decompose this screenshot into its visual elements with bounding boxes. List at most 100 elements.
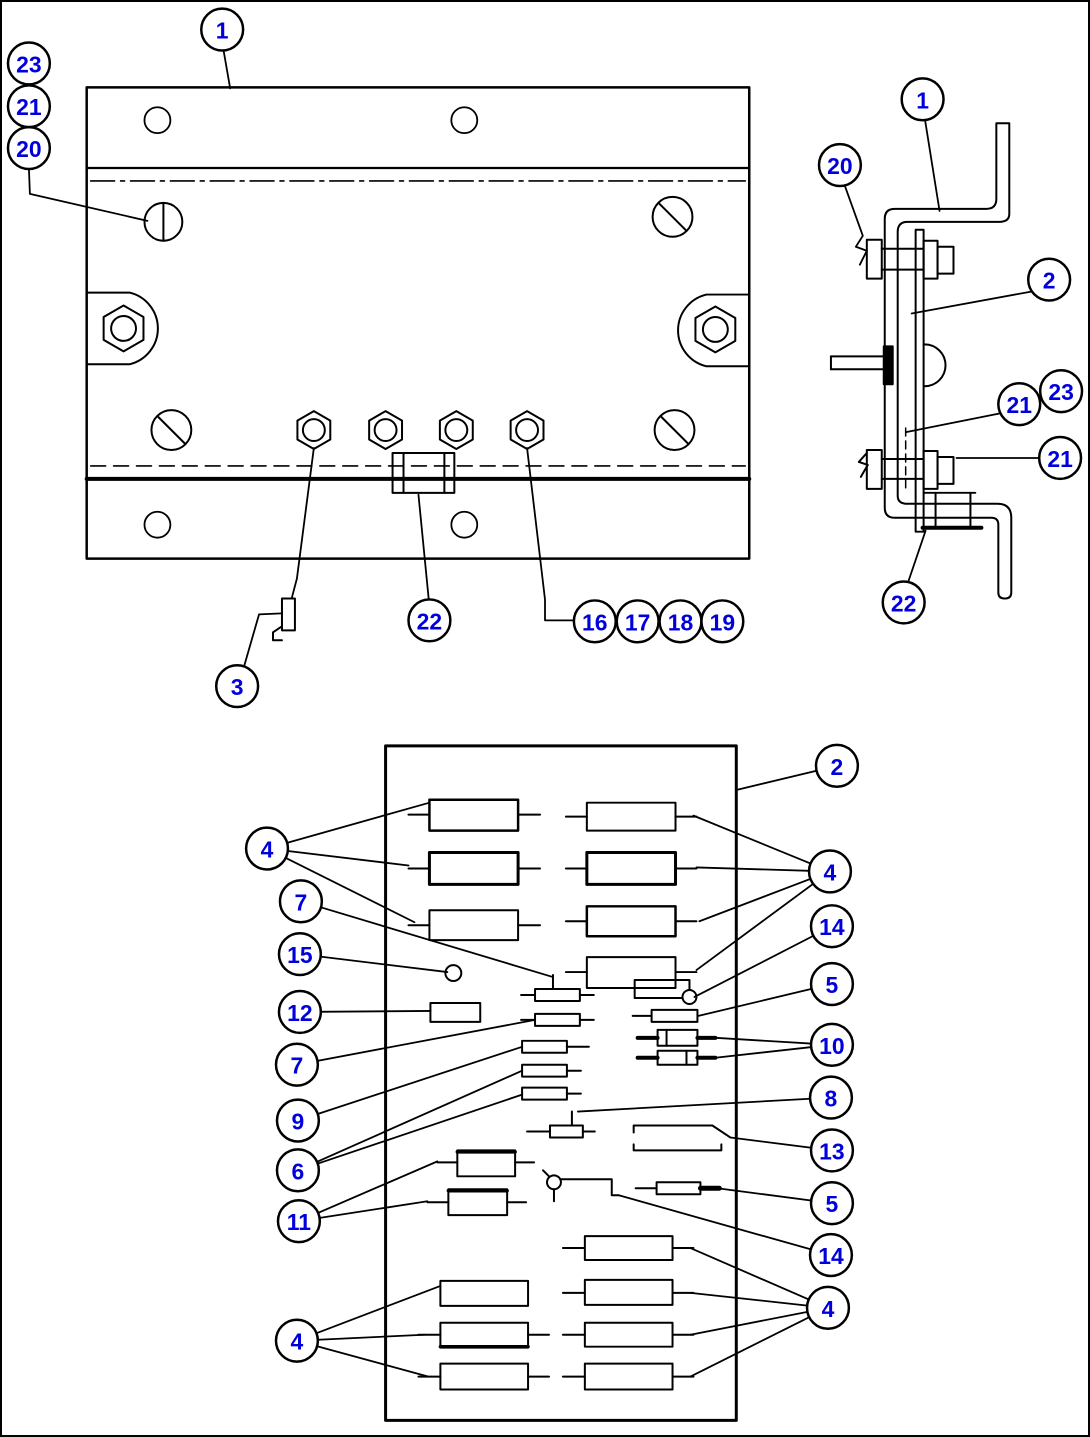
leader-lines-panel-view [266,764,838,1378]
callout-balloon-16[interactable]: 16 [572,599,617,644]
callout-number: 22 [891,590,916,616]
callout-number: 2 [831,754,844,780]
callout-balloon-1[interactable]: 1 [200,7,245,52]
pin-part [272,597,296,642]
callout-balloon-5[interactable]: 5 [809,1181,855,1226]
callout-balloon-13[interactable]: 13 [809,1128,855,1173]
callout-number: 11 [287,1209,311,1235]
fuse-row-center [520,974,596,1139]
callout-number: 4 [291,1329,304,1355]
callout-balloon-17[interactable]: 17 [615,599,660,644]
indicator-lamp [444,964,463,983]
relay-blocks-top-right [564,801,698,990]
callout-number: 1 [916,87,929,113]
slotted-screw [653,409,696,451]
callout-balloon-18[interactable]: 18 [658,599,703,644]
leader-lines-front-view [28,41,578,668]
callout-balloon-2[interactable]: 2 [814,743,860,788]
callout-number: 21 [1047,446,1073,472]
panel-outline [384,744,738,1422]
callout-balloon-12[interactable]: 12 [277,989,323,1035]
callout-number: 5 [826,1191,839,1217]
hex-nut [102,304,145,353]
terminal-nuts [296,410,545,450]
callout-number: 7 [295,889,308,915]
callout-balloon-7[interactable]: 7 [274,1042,320,1087]
mounting-plate-side-view [829,116,1041,600]
mounting-hole [450,510,479,539]
bracket-profile [883,122,1013,600]
callout-number: 4 [261,837,274,863]
plate-outline [85,86,751,560]
callout-balloon-15[interactable]: 15 [277,931,323,977]
callout-number: 20 [827,153,852,179]
callout-number: 14 [818,1243,844,1269]
callout-balloon-22[interactable]: 22 [407,598,452,643]
callout-balloon-22[interactable]: 22 [881,580,926,625]
fuse-relay-panel-view [266,744,838,1422]
callout-balloon-20[interactable]: 20 [6,125,52,171]
bus-bar [632,1124,732,1152]
callout-balloon-10[interactable]: 10 [809,1022,855,1067]
callout-balloon-5[interactable]: 5 [809,961,855,1007]
callout-number: 14 [819,914,845,940]
callout-balloon-11[interactable]: 11 [276,1198,322,1244]
callout-balloon-21[interactable]: 21 [997,381,1042,427]
diode-lead [542,1169,620,1203]
callout-balloon-4[interactable]: 4 [274,1318,320,1363]
callout-number: 18 [668,609,694,635]
callout-number: 13 [819,1138,844,1164]
slotted-screw [150,409,193,451]
callout-balloon-21[interactable]: 21 [6,84,52,129]
callout-balloon-4[interactable]: 4 [244,826,290,871]
relay-blocks-top-left [407,798,542,942]
callout-number: 17 [625,609,650,635]
callout-balloon-19[interactable]: 19 [700,599,745,644]
callout-balloon-23[interactable]: 23 [6,41,52,86]
callout-balloon-7[interactable]: 7 [278,879,324,924]
support-tab [829,343,947,388]
callout-number: 23 [16,51,41,77]
mounting-hole [143,106,172,135]
callout-balloon-9[interactable]: 9 [275,1098,321,1143]
slotted-screw [143,201,184,242]
callout-number: 8 [825,1086,838,1112]
hex-nut [694,305,737,354]
callout-number: 9 [292,1109,305,1135]
callout-balloon-20[interactable]: 20 [817,142,863,188]
callout-number: 16 [582,609,607,635]
callout-number: 23 [1048,379,1073,405]
plate-notch-left [85,291,159,366]
callout-balloon-8[interactable]: 8 [808,1075,854,1120]
mounting-hole [450,106,479,135]
leader-lines-side-view [843,116,1041,585]
callout-balloon-4[interactable]: 4 [805,1285,851,1330]
callout-balloon-1[interactable]: 1 [900,77,945,122]
callout-balloon-2[interactable]: 2 [1026,257,1072,302]
callout-balloon-3[interactable]: 3 [214,663,260,709]
callout-number: 20 [16,136,41,162]
callout-balloon-14[interactable]: 14 [808,1232,854,1278]
callout-number: 5 [826,972,839,998]
callout-number: 7 [291,1053,304,1079]
fuse-row-right [631,979,732,1196]
relay-blocks-middle [426,1149,536,1217]
slotted-screw [651,195,694,238]
mounting-hole [143,510,172,539]
callout-number: 1 [216,18,229,44]
relay-blocks-bottom-right [561,1235,695,1391]
callout-balloon-23[interactable]: 23 [1038,369,1084,414]
callout-balloon-4[interactable]: 4 [807,849,853,894]
bolt-assembly-bottom [857,427,955,494]
callout-balloon-6[interactable]: 6 [275,1148,321,1193]
callout-number: 19 [710,609,735,635]
bolt-assembly-top [865,238,955,280]
callout-number: 4 [824,859,837,885]
callout-number: 3 [231,674,244,700]
callout-balloon-21[interactable]: 21 [1037,435,1083,481]
callout-number: 22 [417,608,442,634]
mounting-plate-front-view [28,41,752,668]
callout-number: 4 [822,1296,835,1322]
callout-balloon-14[interactable]: 14 [809,904,855,949]
callout-number: 2 [1043,268,1056,294]
